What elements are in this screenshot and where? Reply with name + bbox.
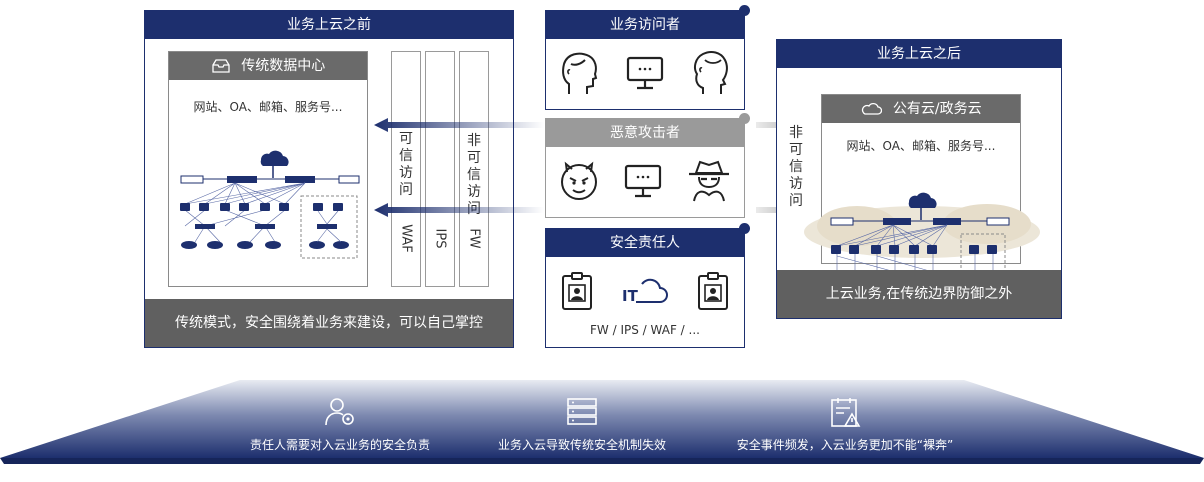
id-badge-icon [561,271,593,311]
base-item-responsibility: 责任人需要对入云业务的安全负责 [230,396,450,453]
cloud-outline-icon [860,102,883,116]
it-cloud-icon: IT [622,274,668,308]
traditional-datacenter-box: 传统数据中心 网站、OA、邮箱、服务号... [168,51,368,287]
right-untrusted-label: 非可信访问 [789,125,803,209]
public-cloud-header: 公有云/政务云 [822,95,1020,123]
trusted-access-label: 可信访问 [399,131,413,198]
security-owner-title: 安全责任人 [546,229,744,257]
monitor-icon [623,163,663,199]
arrow-to-left-lower [374,203,544,217]
devil-face-icon [558,160,600,202]
waf-column: WAF [391,51,421,287]
spy-hacker-icon [686,159,732,203]
before-cloud-footer: 传统模式，安全围绕着业务来建设，可以自己掌控 [145,299,513,347]
ips-label: IPS [432,228,448,249]
datacenter-services: 网站、OA、邮箱、服务号... [193,100,343,114]
user-gear-icon [323,396,357,428]
base-item-incidents: 安全事件频发，入云业务更加不能“裸奔” [710,396,980,453]
base-item-mechanism-failure: 业务入云导致传统安全机制失效 [472,396,692,453]
base-item-responsibility-text: 责任人需要对入云业务的安全负责 [249,438,430,452]
public-cloud-services: 网站、OA、邮箱、服务号... [846,139,996,153]
untrusted-column: 非可信访问 [779,85,813,255]
datacenter-title: 传统数据中心 [241,58,326,74]
inbox-icon [211,59,231,73]
waf-label: WAF [398,224,414,253]
female-head-icon [691,50,731,96]
visitor-indicator-dot [739,5,750,16]
base-platform: 责任人需要对入云业务的安全负责 业务入云导致传统安全机制失效 安全事件频发，入云… [0,380,1204,480]
base-item-incidents-text: 安全事件频发，入云业务更加不能“裸奔” [736,438,954,452]
ips-column: IPS [425,51,455,287]
before-cloud-title: 业务上云之前 [145,11,513,39]
male-head-icon [559,50,599,96]
security-owner-panel: 安全责任人 IT FW / IPS / WAF / ... [545,228,745,348]
network-topology-diagram [175,142,361,262]
datacenter-header: 传统数据中心 [169,52,367,80]
attacker-indicator-dot [739,113,750,124]
security-indicator-dot [739,223,750,234]
fw-label: FW [466,228,482,249]
server-icon [565,396,599,428]
it-label: IT [621,287,638,305]
security-tools-list: FW / IPS / WAF / ... [590,323,700,337]
before-cloud-panel: 业务上云之前 传统数据中心 网站、OA、邮箱、服务号... [144,10,514,348]
base-item-mechanism-failure-text: 业务入云导致传统安全机制失效 [497,438,666,452]
monitor-icon [625,55,665,91]
arrow-to-left-upper [374,118,544,132]
attacker-panel: 恶意攻击者 [545,118,745,218]
visitor-title: 业务访问者 [546,11,744,39]
visitor-panel: 业务访问者 [545,10,745,110]
after-cloud-footer: 上云业务,在传统边界防御之外 [777,270,1061,318]
public-cloud-title: 公有云/政务云 [892,101,982,117]
fw-column: FW [459,51,489,287]
alert-document-icon [828,396,862,428]
cloud-network-topology [797,186,1047,276]
id-badge-icon [697,271,729,311]
after-cloud-title: 业务上云之后 [777,40,1061,68]
attacker-title: 恶意攻击者 [546,119,744,147]
after-cloud-panel: 业务上云之后 非可信访问 公有云/政务云 网站、OA、邮箱、服务号... [776,39,1062,319]
